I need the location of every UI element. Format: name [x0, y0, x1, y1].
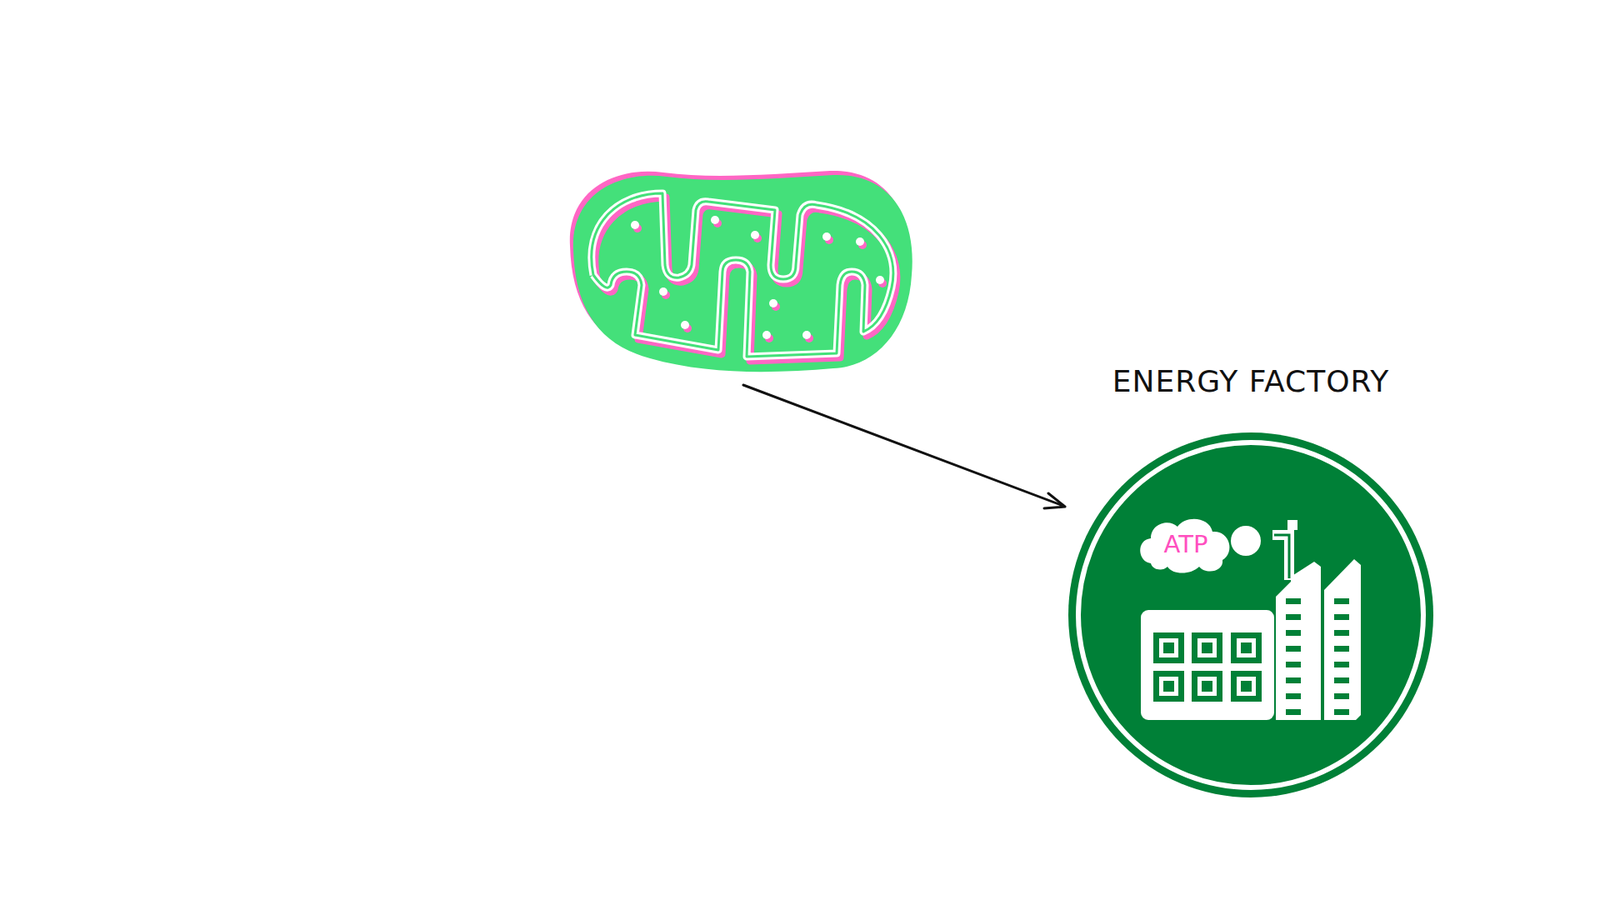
tower-window	[1334, 661, 1350, 668]
factory-window	[1240, 642, 1252, 654]
factory-window	[1191, 670, 1223, 702]
mitochondrion	[570, 170, 913, 372]
factory-tower	[1324, 559, 1361, 720]
arrow-head	[1044, 493, 1065, 509]
atp-cloud: ATP	[1129, 515, 1243, 572]
arrow-line	[743, 385, 1064, 506]
pointer-arrow	[743, 385, 1065, 509]
factory-window	[1153, 632, 1185, 664]
factory-window	[1153, 670, 1185, 702]
tower-window	[1285, 630, 1301, 636]
tower-window	[1334, 709, 1350, 715]
factory-window	[1159, 676, 1179, 696]
tower-window	[1285, 677, 1301, 684]
factory-window	[1236, 676, 1256, 696]
cristae-inner	[591, 193, 894, 357]
chimney-inner	[1274, 535, 1290, 579]
factory-window	[1197, 638, 1217, 658]
circle-outline	[1067, 431, 1435, 799]
tower-window	[1285, 661, 1301, 668]
factory-window	[1230, 670, 1262, 702]
factory-window	[1159, 638, 1179, 658]
factory-window	[1197, 676, 1217, 696]
factory-window	[1191, 632, 1223, 664]
factory-window	[1236, 638, 1256, 658]
factory-tower	[1275, 561, 1321, 720]
tower-window	[1285, 614, 1301, 620]
chimney-top	[1287, 520, 1298, 530]
tower-window	[1334, 645, 1350, 652]
tower-window	[1285, 693, 1301, 700]
outer-membrane	[573, 175, 913, 372]
factory-window	[1163, 642, 1175, 654]
factory-window	[1230, 632, 1262, 664]
tower-window	[1334, 598, 1350, 605]
cristae	[591, 193, 894, 357]
factory-hall	[1140, 610, 1275, 720]
ribosome-dots	[630, 215, 887, 343]
factory-chimney	[1272, 535, 1290, 580]
tower-window	[1334, 677, 1350, 684]
tower-window	[1285, 645, 1301, 652]
tower-window	[1334, 630, 1350, 636]
node-heading: ENERGY FACTORY	[1034, 364, 1468, 399]
circle-outer-ring	[1068, 432, 1434, 798]
factory-circle: ENERGY FACTORYATP	[1067, 431, 1435, 799]
circle-white-ring	[1078, 442, 1424, 788]
factory-window	[1240, 680, 1252, 692]
atp-label: ATP	[1129, 530, 1243, 559]
tower-window	[1334, 614, 1350, 620]
factory-window	[1201, 680, 1213, 692]
tower-window	[1334, 693, 1350, 700]
factory-window	[1163, 680, 1175, 692]
tower-window	[1285, 598, 1301, 605]
factory-window	[1201, 642, 1213, 654]
tower-window	[1285, 709, 1301, 715]
smoke-puff	[1230, 525, 1261, 556]
